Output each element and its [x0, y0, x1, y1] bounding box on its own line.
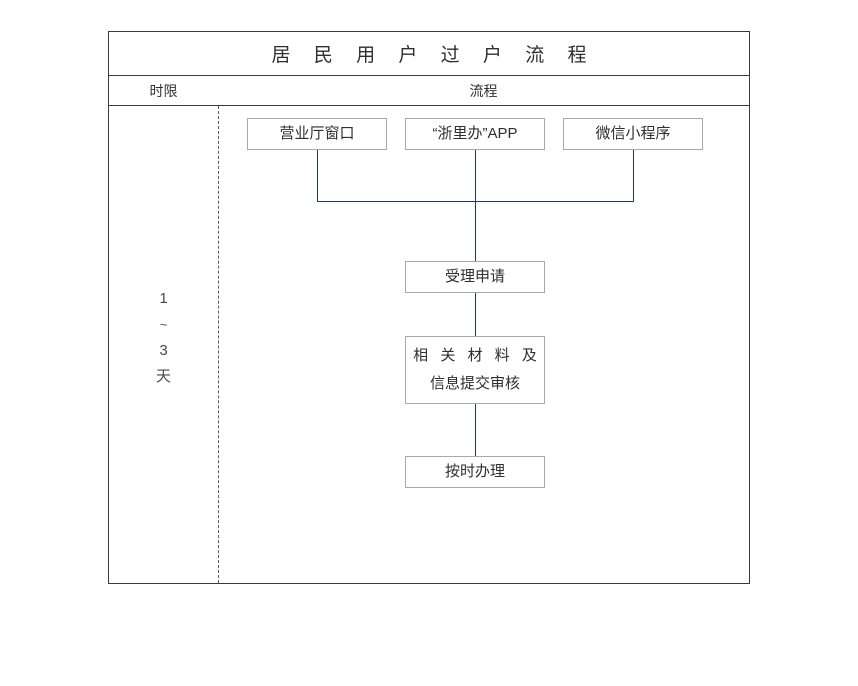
node-step-submit-materials[interactable]: 相 关 材 料 及 信息提交审核 [405, 336, 545, 404]
duration-line-4: 天 [155, 368, 171, 385]
page-title: 居 民 用 户 过 户 流 程 [271, 45, 596, 66]
duration-label: 1 ~ 3 天 [109, 286, 218, 390]
node-channel-zhejiang-app[interactable]: “浙里办”APP [405, 118, 545, 150]
duration-line-2: ~ [159, 317, 168, 332]
node-step-submit-materials-line-2: 信息提交审核 [429, 375, 520, 392]
column-header-flow: 流程 [469, 82, 498, 99]
column-header-time: 时限 [149, 82, 178, 99]
node-step-accept-application[interactable]: 受理申请 [405, 261, 545, 293]
node-step-submit-materials-line-1: 相 关 材 料 及 [413, 347, 541, 364]
table-header-row: 时限 流程 [109, 76, 749, 106]
flow-column: 营业厅窗口 “浙里办”APP 微信小程序 受理申请 相 关 材 料 及 信息提交… [218, 106, 749, 583]
flowchart-table: 居 民 用 户 过 户 流 程 时限 流程 1 ~ 3 天 营业厅窗口 “浙里办… [108, 31, 750, 584]
node-step-process-on-time[interactable]: 按时办理 [405, 456, 545, 488]
connector-channel-1-drop [317, 150, 318, 201]
connector-accept-to-materials [475, 293, 476, 336]
connector-channel-2-drop [475, 150, 476, 201]
connector-channel-3-drop [633, 150, 634, 201]
node-channel-service-hall[interactable]: 营业厅窗口 [247, 118, 387, 150]
duration-line-1: 1 [159, 290, 168, 307]
table-body: 1 ~ 3 天 营业厅窗口 “浙里办”APP 微信小程序 受理申请 [109, 106, 749, 583]
connector-materials-to-process [475, 404, 476, 456]
column-divider [218, 106, 219, 583]
table-title-row: 居 民 用 户 过 户 流 程 [109, 32, 749, 76]
duration-line-3: 3 [159, 342, 168, 359]
connector-join-to-accept [475, 201, 476, 261]
time-column: 1 ~ 3 天 [109, 106, 218, 583]
node-channel-wechat-miniprogram[interactable]: 微信小程序 [563, 118, 703, 150]
